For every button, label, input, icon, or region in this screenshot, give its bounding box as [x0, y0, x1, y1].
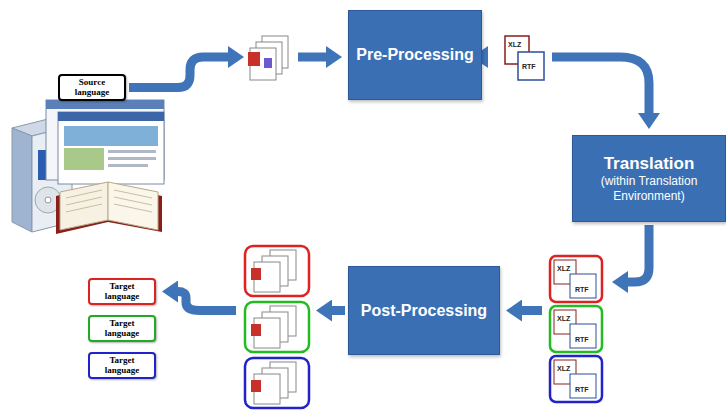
- node-title: Translation: [598, 154, 701, 174]
- arrow-segment: [129, 57, 232, 88]
- arrow-segment: [328, 306, 345, 315]
- language-box: Target language: [88, 278, 156, 305]
- file-type-label: XLZ: [556, 365, 571, 372]
- node-title: Pre-Processing: [350, 45, 479, 64]
- file-type-label: RTF: [574, 386, 590, 393]
- translated-files-icons: [550, 256, 602, 402]
- language-box: Target language: [88, 315, 156, 342]
- language-box: Source language: [58, 74, 126, 101]
- flow-arrow: [129, 57, 330, 88]
- node-subtitle: (within Translation Environment): [573, 174, 725, 203]
- node-title: Target language: [93, 356, 151, 375]
- source-files-icon: [248, 36, 288, 80]
- file-type-label: XLZ: [556, 265, 571, 272]
- process-box: Post-Processing: [348, 266, 500, 355]
- process-box: Pre-Processing: [348, 10, 482, 100]
- dictionary-book: [56, 182, 162, 234]
- process-box: Translation(within Translation Environme…: [572, 135, 726, 222]
- file-type-label: RTF: [521, 63, 537, 70]
- node-title: Target language: [93, 282, 151, 301]
- arrow-segment: [518, 306, 542, 315]
- file-type-label: XLZ: [556, 315, 571, 322]
- arrow-segment: [174, 292, 236, 311]
- language-box: Target language: [88, 352, 156, 379]
- flow-arrow: [518, 225, 649, 311]
- arrow-segment: [552, 57, 649, 117]
- browser-windows: [46, 100, 164, 184]
- node-title: Target language: [93, 319, 151, 338]
- file-type-label: RTF: [574, 336, 590, 343]
- arrow-segment: [298, 53, 330, 62]
- arrow-segment: [624, 225, 649, 282]
- node-title: Source language: [63, 78, 121, 97]
- xliff-rtf-icon: [505, 36, 544, 80]
- file-type-label: XLZ: [507, 41, 522, 48]
- target-files-icons: [245, 246, 309, 408]
- flow-arrow: [174, 292, 345, 311]
- file-type-label: RTF: [574, 286, 590, 293]
- arrow-segment: [484, 53, 485, 62]
- flow-arrow: [484, 57, 649, 117]
- node-title: Post-Processing: [355, 301, 493, 320]
